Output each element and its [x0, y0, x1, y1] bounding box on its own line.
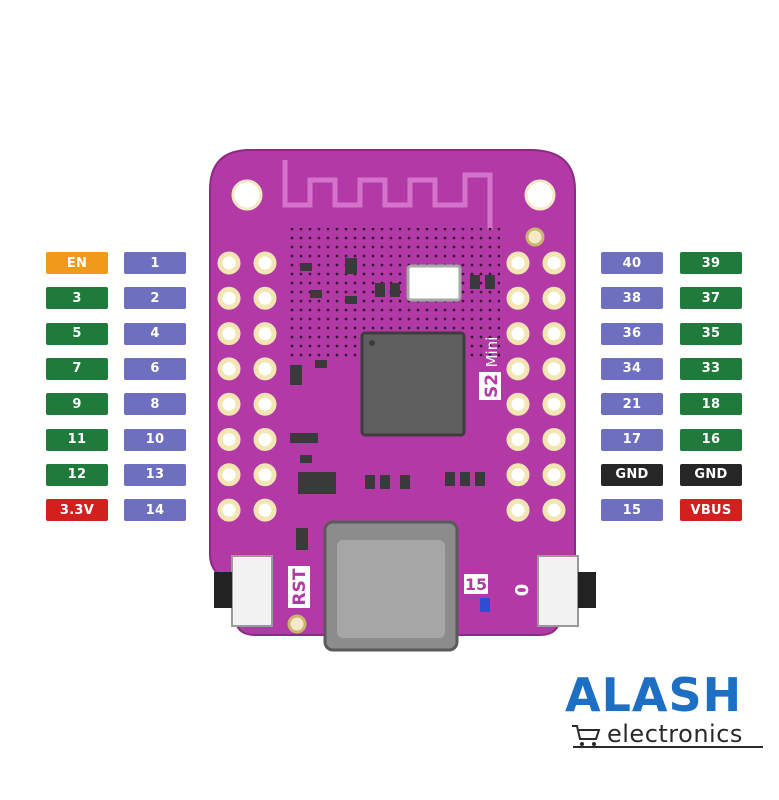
header-pad [217, 392, 241, 416]
header-pad [542, 498, 566, 522]
header-pad [506, 357, 530, 381]
pin-label: 14 [124, 499, 186, 522]
crystal [406, 264, 462, 302]
header-pad [542, 251, 566, 275]
header-pad [253, 286, 277, 310]
pin-label: 11 [46, 428, 108, 451]
header-pad [506, 251, 530, 275]
pin-label: 10 [124, 428, 186, 451]
silkscreen-0: 0 [512, 584, 533, 597]
pin-label: 38 [601, 287, 663, 310]
header-pad [506, 286, 530, 310]
header-pad [217, 463, 241, 487]
io0-label: 0 [512, 584, 533, 597]
pin-label: 35 [680, 322, 742, 345]
pin-label: VBUS [680, 499, 742, 522]
pin-label: 37 [680, 287, 742, 310]
boot-button [537, 555, 579, 627]
header-pad [217, 322, 241, 346]
pin-label: 15 [601, 499, 663, 522]
header-pad [217, 428, 241, 451]
header-pad [217, 357, 241, 381]
pin-label: 39 [680, 252, 742, 274]
header-pad [542, 286, 566, 310]
pin-label: EN [46, 252, 108, 274]
header-pad [506, 463, 530, 487]
silkscreen-15: 15 [464, 574, 488, 594]
header-pad [542, 357, 566, 381]
pin-label: 3.3V [46, 499, 108, 522]
header-pad [217, 498, 241, 522]
header-pads [217, 251, 566, 522]
header-pad [506, 428, 530, 451]
header-pad [253, 498, 277, 522]
header-pad [506, 322, 530, 346]
pin-label: 3 [46, 287, 108, 310]
pin-label: 33 [680, 357, 742, 380]
pin-label: 4 [124, 322, 186, 345]
reset-button [231, 555, 273, 627]
silkscreen-s2-mini: S2 Mini [479, 337, 502, 400]
s2-label: S2 [482, 374, 502, 398]
header-pad [253, 392, 277, 416]
header-pad [542, 322, 566, 346]
header-pad [542, 428, 566, 451]
silkscreen-rst: RST [288, 566, 310, 608]
mount-hole [524, 179, 556, 211]
header-pad [542, 463, 566, 487]
esp32-s2-chip [360, 331, 466, 437]
header-pad [217, 251, 241, 275]
pin-label: 9 [46, 393, 108, 416]
pin-label: 12 [46, 463, 108, 486]
header-pad [542, 392, 566, 416]
header-pad [253, 251, 277, 275]
header-pad [506, 498, 530, 522]
voltage-regulator [298, 472, 336, 494]
mini-label: Mini [483, 337, 501, 368]
io15-label: 15 [465, 575, 487, 594]
mount-hole [231, 179, 263, 211]
pin-label: 34 [601, 357, 663, 380]
pin-label: GND [601, 463, 663, 486]
pin-label: 40 [601, 252, 663, 274]
logo-underline [573, 746, 763, 748]
cart-icon [572, 725, 601, 746]
smd-components [290, 258, 495, 550]
pin-label: 1 [124, 252, 186, 274]
pin-label: 18 [680, 393, 742, 416]
status-led [480, 598, 490, 612]
pin-label: 8 [124, 393, 186, 416]
pin-label: GND [680, 463, 742, 486]
rst-label: RST [290, 568, 310, 605]
pin-label: 21 [601, 393, 663, 416]
logo-subtitle: electronics [607, 720, 743, 748]
header-pad [253, 428, 277, 451]
pin-label: 7 [46, 357, 108, 380]
header-pad [253, 357, 277, 381]
alash-logo: ALASH electronics [565, 670, 770, 760]
pin-label: 13 [124, 463, 186, 486]
antenna-trace [282, 160, 493, 230]
pin-label: 2 [124, 287, 186, 310]
pin-label: 6 [124, 357, 186, 380]
pin-label: 16 [680, 428, 742, 451]
header-pad [217, 286, 241, 310]
pin-label: 36 [601, 322, 663, 345]
pin-label: 5 [46, 322, 108, 345]
pin-label: 17 [601, 428, 663, 451]
header-pad [506, 392, 530, 416]
header-pad [253, 463, 277, 487]
header-pad [253, 322, 277, 346]
logo-brand: ALASH [565, 668, 743, 722]
